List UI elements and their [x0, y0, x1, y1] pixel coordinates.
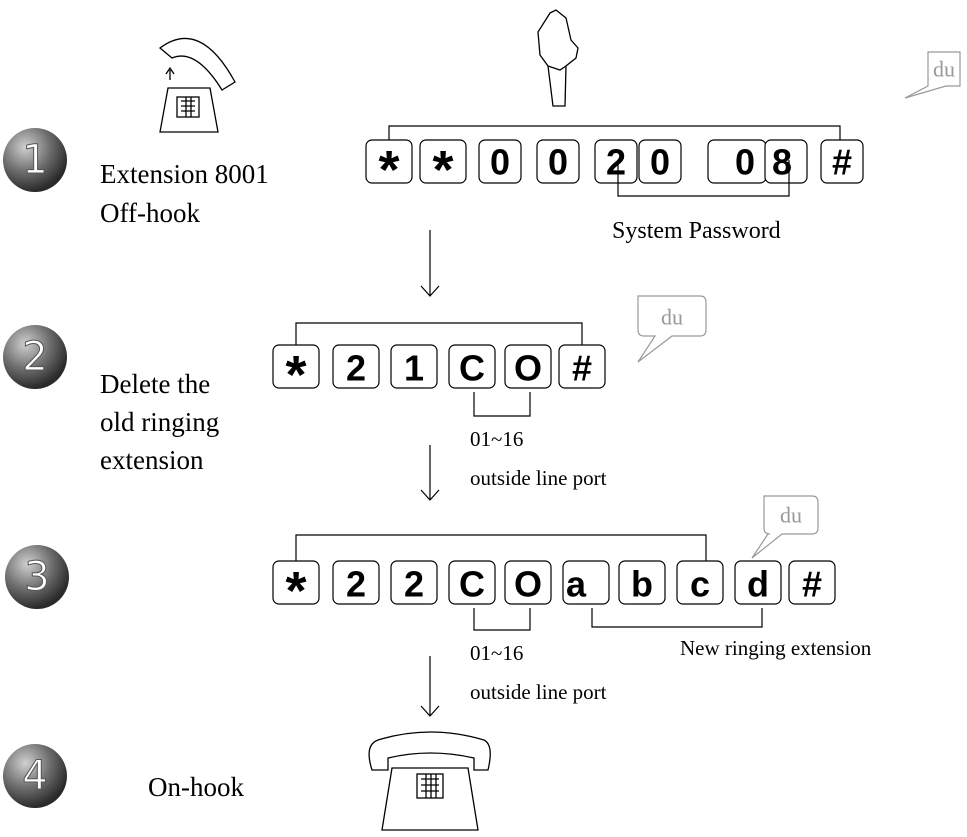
step-2-keypad: * 2 1 C O # 01~16 outside line port: [272, 322, 607, 490]
key-O: O: [504, 344, 552, 389]
system-password-label: System Password: [612, 218, 781, 244]
step-3-badge: 3: [5, 545, 69, 609]
step-3-keypad: * 2 2 C O a b c d # 01~16 outside line p…: [272, 534, 872, 704]
svg-text:d: d: [747, 564, 769, 605]
step-2-tone-bubble: du: [637, 295, 707, 363]
step-4-label: On-hook: [148, 772, 244, 802]
svg-text:0: 0: [548, 142, 568, 183]
svg-text:b: b: [631, 564, 653, 605]
port-bracket: [473, 392, 531, 417]
key-c: c: [676, 560, 724, 605]
key-2: 2: [332, 344, 380, 389]
port-label: outside line port: [470, 680, 607, 704]
key-2: 2: [390, 560, 438, 605]
key-b: b: [618, 560, 666, 605]
svg-text:#: #: [572, 348, 592, 389]
svg-text:*: *: [432, 140, 453, 200]
step-3-top-bracket: [295, 534, 707, 561]
svg-text:3: 3: [24, 554, 49, 600]
key-C: C: [448, 560, 496, 605]
step-2-top-bracket: [295, 322, 583, 345]
svg-text:4: 4: [22, 753, 47, 799]
svg-text:*: *: [378, 140, 399, 200]
svg-text:#: #: [832, 142, 852, 183]
svg-text:a: a: [566, 564, 587, 605]
step-2-badge: 2: [3, 325, 67, 389]
svg-text:2: 2: [346, 348, 366, 389]
svg-text:0: 0: [735, 142, 755, 183]
key-0: 0: [707, 139, 767, 184]
key-a: a: [562, 560, 610, 605]
port-label: outside line port: [470, 466, 607, 490]
step-3-tone-bubble: du: [751, 495, 819, 559]
svg-text:*: *: [285, 345, 306, 405]
svg-text:du: du: [661, 305, 683, 330]
step-1-tone-bubble: du: [904, 51, 961, 99]
new-ringing-extension-label: New ringing extension: [680, 636, 872, 660]
svg-text:2: 2: [606, 142, 626, 183]
key-d: d: [734, 560, 782, 605]
step-2-label-line-1: Delete the: [100, 369, 210, 399]
pointing-hand-icon: [537, 9, 579, 107]
svg-text:1: 1: [404, 348, 424, 389]
svg-text:du: du: [780, 503, 802, 528]
key-2: 2: [332, 560, 380, 605]
svg-text:c: c: [690, 564, 710, 605]
key-1: 1: [390, 344, 438, 389]
step-1-label-line-1: Extension 8001: [100, 159, 269, 189]
phone-onhook-icon: [368, 731, 491, 831]
step-1-badge: 1: [3, 128, 67, 192]
svg-text:1: 1: [22, 137, 47, 183]
key-C: C: [448, 344, 496, 389]
key-star: *: [272, 344, 320, 405]
key-hash: #: [820, 139, 864, 184]
step-1-top-bracket: [388, 125, 841, 140]
phone-offhook-icon: [158, 37, 236, 133]
port-range-label: 01~16: [470, 641, 523, 665]
key-0: 0: [536, 139, 580, 184]
svg-text:2: 2: [22, 334, 47, 380]
svg-text:0: 0: [650, 142, 670, 183]
step-1-keypad: * * 0 0 2 0 0 8 # System Password: [365, 125, 864, 244]
key-0: 0: [638, 139, 682, 184]
svg-text:O: O: [514, 348, 542, 389]
svg-text:0: 0: [490, 142, 510, 183]
key-8: 8: [764, 139, 808, 184]
svg-text:*: *: [285, 561, 306, 621]
svg-text:2: 2: [404, 564, 424, 605]
step-2-label-line-2: old ringing: [100, 407, 219, 437]
svg-text:2: 2: [346, 564, 366, 605]
svg-text:#: #: [802, 564, 822, 605]
key-star: *: [272, 560, 320, 621]
extension-bracket: [591, 608, 763, 628]
flow-arrow: [420, 230, 440, 297]
key-star: *: [419, 139, 467, 200]
step-1-label-line-2: Off-hook: [100, 198, 200, 228]
svg-text:C: C: [459, 348, 485, 389]
key-hash: #: [788, 560, 836, 605]
key-O: O: [504, 560, 552, 605]
port-bracket: [473, 608, 531, 631]
svg-text:8: 8: [772, 142, 792, 183]
key-star: *: [365, 139, 413, 200]
key-0: 0: [478, 139, 522, 184]
svg-text:C: C: [459, 564, 485, 605]
svg-text:O: O: [514, 564, 542, 605]
svg-text:du: du: [933, 57, 955, 82]
port-range-label: 01~16: [470, 427, 523, 451]
flow-arrow: [420, 445, 440, 501]
key-2: 2: [594, 139, 638, 184]
flow-arrow: [420, 656, 440, 717]
step-2-label-line-3: extension: [100, 445, 204, 475]
step-4-badge: 4: [3, 744, 67, 808]
key-hash: #: [558, 344, 606, 389]
password-bracket: [617, 160, 790, 197]
